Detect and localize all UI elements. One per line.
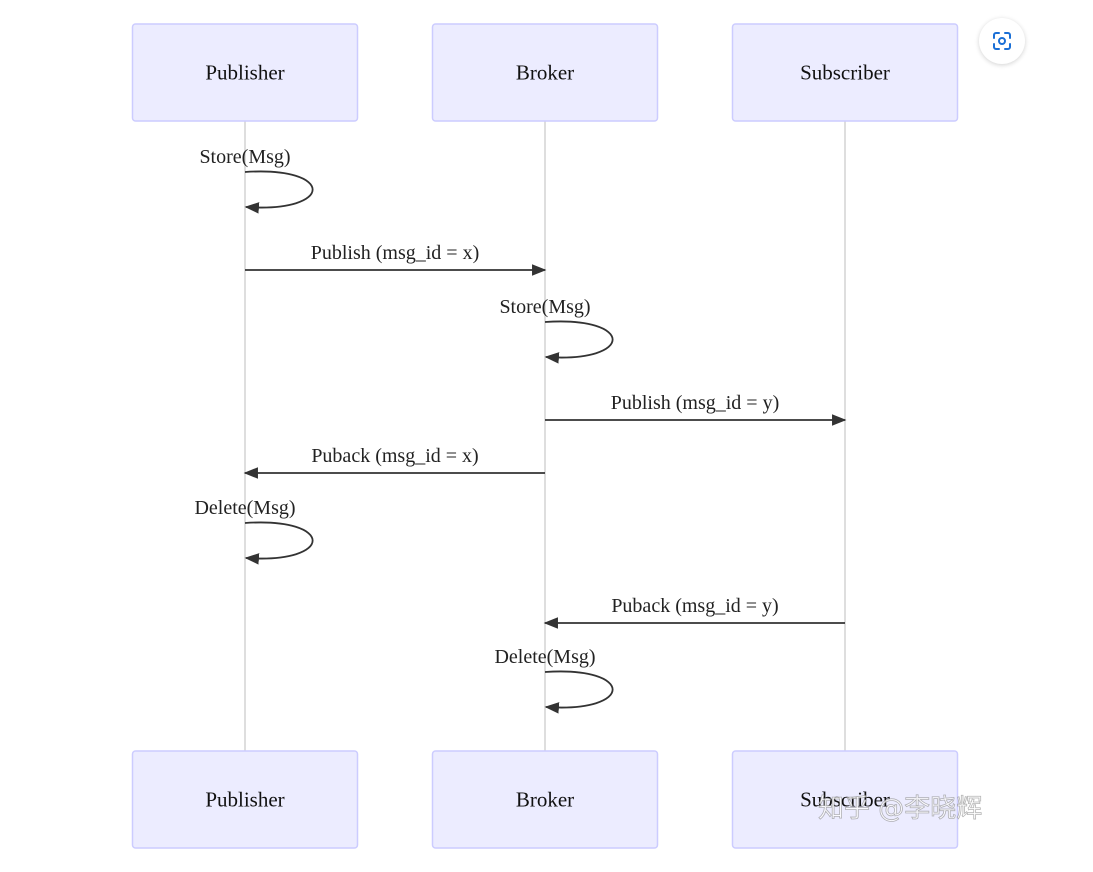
actor-box-subscriber-bottom: [731, 750, 959, 849]
self-message-arrow: [544, 670, 614, 714]
scan-image-icon: [993, 32, 1011, 50]
actor-box-broker-bottom: [431, 750, 659, 849]
actor-box-broker-top: [431, 23, 659, 122]
actor-label-subscriber-top: Subscriber: [800, 61, 890, 85]
message-label: Store(Msg): [499, 296, 590, 318]
actor-label-publisher-bottom: Publisher: [205, 788, 284, 812]
message-label: Store(Msg): [199, 146, 290, 168]
actor-box-publisher-bottom: [131, 750, 359, 849]
message-label: Publish (msg_id = x): [311, 242, 480, 264]
message-label: Puback (msg_id = y): [611, 595, 778, 617]
actor-label-subscriber-bottom: Subscriber: [800, 788, 890, 812]
actor-label-broker-top: Broker: [516, 61, 574, 85]
scan-image-button[interactable]: [979, 18, 1025, 64]
actor-box-publisher-top: [131, 23, 359, 122]
self-message-arrow: [544, 320, 614, 364]
message-label: Puback (msg_id = x): [311, 445, 478, 467]
message-label: Publish (msg_id = y): [611, 392, 780, 414]
message-label: Delete(Msg): [194, 497, 295, 519]
watermark: 知乎 @李晓辉: [818, 794, 982, 824]
message-label: Delete(Msg): [494, 646, 595, 668]
self-message-arrow: [244, 521, 314, 565]
actor-box-subscriber-top: [731, 23, 959, 122]
actor-label-publisher-top: Publisher: [205, 61, 284, 85]
self-message-arrow: [244, 170, 314, 214]
actor-label-broker-bottom: Broker: [516, 788, 574, 812]
